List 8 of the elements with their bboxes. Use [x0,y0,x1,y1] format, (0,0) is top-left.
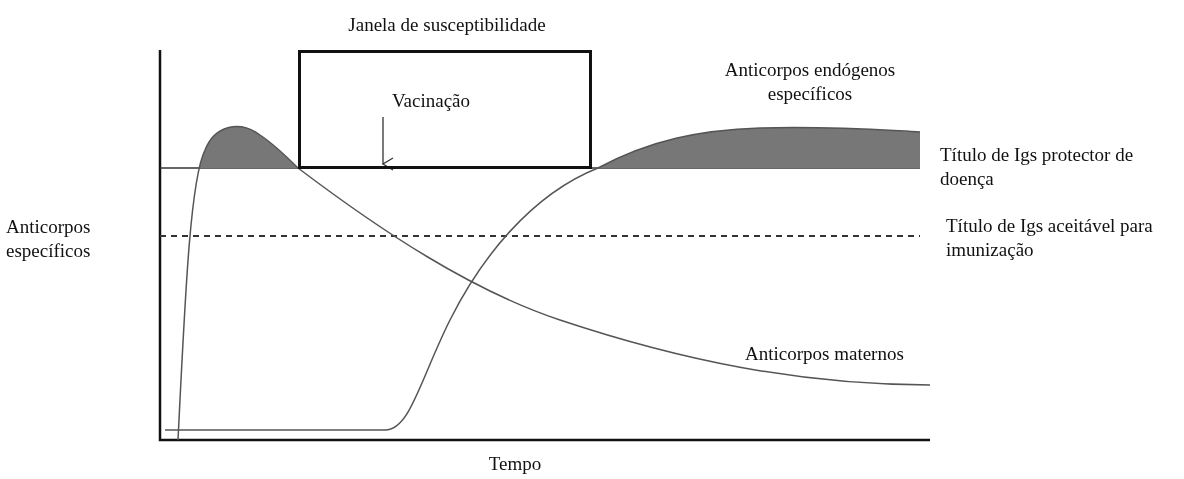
axis-title: Tempo [487,452,543,476]
window-title: Janela de susceptibilidade [347,13,547,37]
axis-title: Anticorpos específicos [6,215,92,263]
curve-label: Anticorpos endógenos específicos [723,58,897,106]
vaccination-label: Vacinação [390,89,472,113]
curve-label: Anticorpos maternos [745,342,905,366]
level-label: Título de Igs protector de doença [940,143,1135,191]
level-label: Título de Igs aceitável para imunização [946,214,1154,262]
